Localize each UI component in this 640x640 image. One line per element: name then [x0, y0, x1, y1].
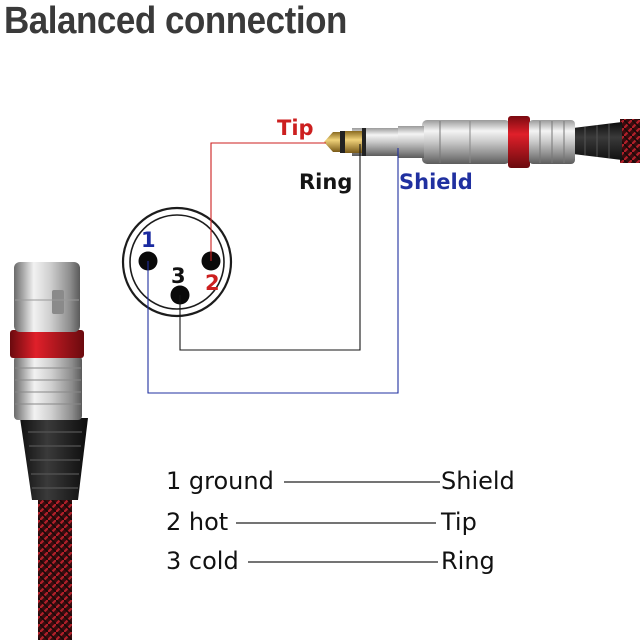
xlr-plug	[10, 262, 88, 640]
pin-2-number: 2	[205, 271, 220, 295]
ring-label: Ring	[299, 170, 353, 194]
shield-label: Shield	[399, 170, 473, 194]
tip-wire	[210, 142, 326, 261]
mapping-contact-3: Ring	[441, 547, 495, 575]
mapping-contact-1: Shield	[441, 467, 515, 495]
mapping-pin-3: 3 cold	[166, 547, 239, 575]
ring-wire	[179, 144, 361, 351]
shield-wire	[147, 148, 399, 394]
mapping-pin-2: 2 hot	[166, 508, 229, 536]
mapping-pin-1: 1 ground	[166, 467, 274, 495]
pin-3-number: 3	[171, 264, 186, 288]
mapping-contact-2: Tip	[441, 508, 477, 536]
pin-1-number: 1	[141, 228, 156, 252]
diagram-title: Balanced connection	[4, 0, 347, 42]
trs-jack-plug	[324, 116, 640, 168]
tip-label: Tip	[277, 116, 314, 140]
xlr-pin-face	[121, 206, 233, 318]
